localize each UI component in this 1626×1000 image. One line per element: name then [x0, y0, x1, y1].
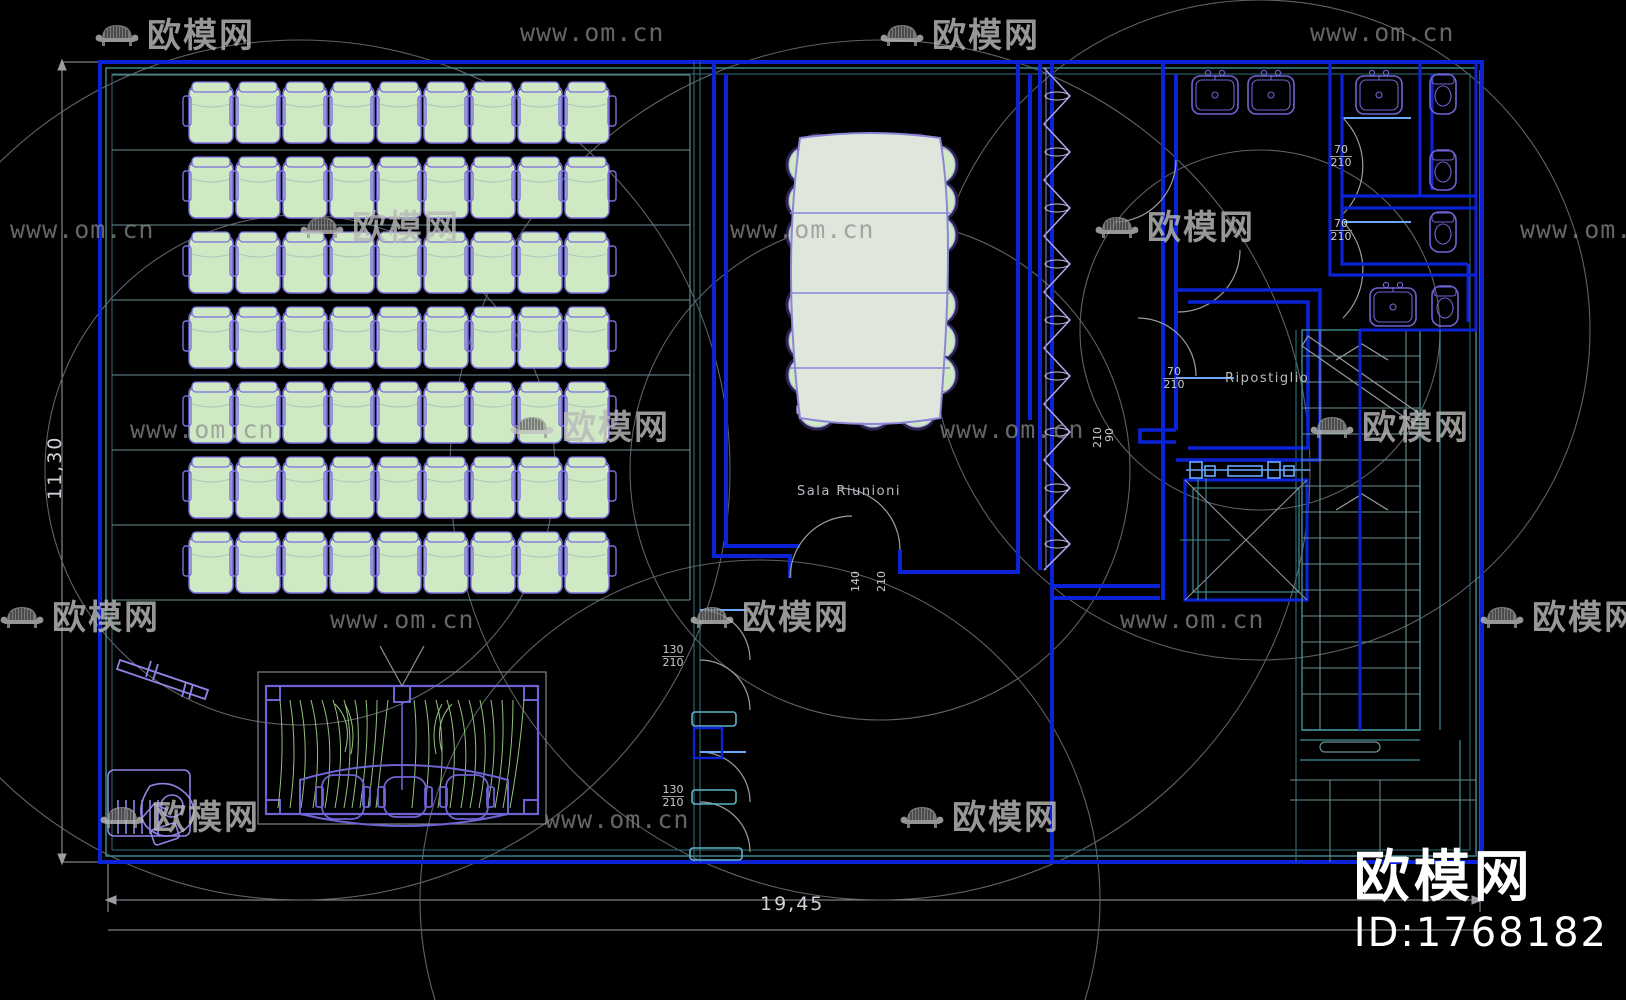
piano: [107, 769, 195, 846]
toilet: [1429, 73, 1457, 115]
bathroom-fixtures: [1191, 69, 1459, 327]
corridor-lines: [693, 62, 1297, 862]
dimension-left: [57, 58, 108, 866]
seat-row: [182, 231, 617, 294]
elevator-shaft: [1180, 461, 1310, 602]
seat-row: [182, 531, 617, 594]
door-swings: [699, 117, 1364, 853]
seat-row: [182, 381, 617, 444]
right-wall-detail: [1300, 330, 1461, 862]
bathroom-block: [1328, 62, 1476, 277]
corridor-furniture: [689, 711, 743, 861]
ripostiglio-room: [1138, 288, 1322, 462]
conference-table-top: [790, 132, 949, 425]
conference-room: [785, 132, 959, 431]
seat-row: [182, 306, 617, 369]
auditorium-row-guides: [112, 74, 691, 601]
bottom-detail: [1290, 779, 1476, 862]
music-stand: [115, 658, 210, 701]
auditorium-seating-grid: [182, 81, 617, 594]
curtain-drapes: [277, 699, 525, 809]
sink: [1369, 281, 1417, 327]
seat-row: [182, 81, 617, 144]
sink: [1355, 69, 1403, 115]
stage-platform: [257, 645, 547, 827]
seat-row: [182, 456, 617, 519]
interior-walls: [712, 62, 1178, 862]
seat-row: [182, 156, 617, 219]
upper-right-structure: [1358, 62, 1478, 730]
toilet: [1429, 211, 1457, 253]
brand-name: 欧模网: [1353, 845, 1534, 911]
sink: [1191, 69, 1239, 115]
folding-partition: [1042, 67, 1072, 571]
corridor-cabinet: [692, 726, 724, 760]
building-envelope: [98, 60, 1484, 864]
brand-model-id: ID:1768182: [1353, 910, 1608, 956]
site-brand-block: 欧模网 ID:1768182: [1353, 845, 1608, 956]
sink: [1247, 69, 1295, 115]
toilet: [1429, 149, 1457, 191]
stage-seats: [315, 774, 495, 820]
